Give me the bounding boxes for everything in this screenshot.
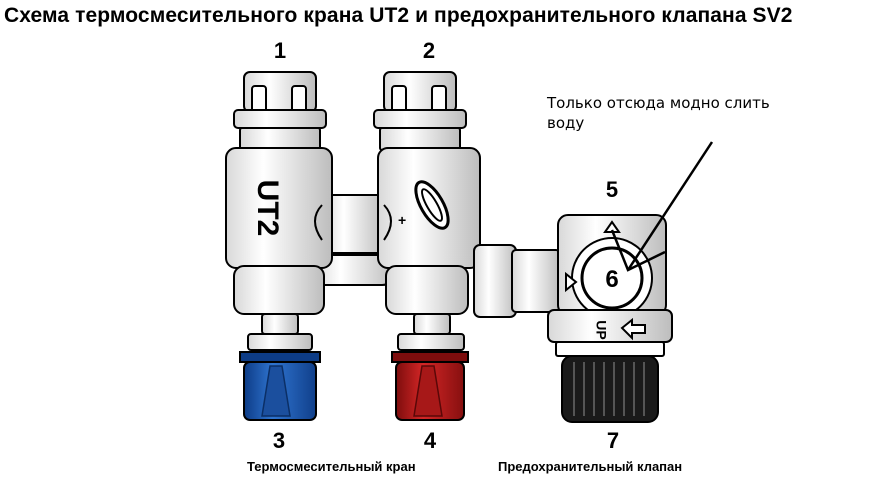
drain-annotation: Только отсюда модно слить воду xyxy=(547,94,770,133)
hot-water-knob xyxy=(391,351,469,421)
up-mark: UP xyxy=(593,320,609,339)
label-7: 7 xyxy=(606,428,620,453)
diagram-title: Схема термосмесительного крана UT2 и пре… xyxy=(4,4,793,27)
ut2-mark: UT2 xyxy=(251,180,284,237)
safety-valve-knob xyxy=(561,355,659,423)
plus-mark: + xyxy=(398,212,406,228)
manifold-bridge xyxy=(311,194,395,286)
label-6: 6 xyxy=(605,266,618,293)
caption-safety-valve: Предохранительный клапан xyxy=(498,459,683,474)
label-4: 4 xyxy=(423,428,437,453)
triangle-left-icon xyxy=(565,271,578,293)
drain-arrow xyxy=(610,141,714,272)
label-5: 5 xyxy=(605,177,619,202)
valve-ut2 xyxy=(225,71,333,351)
caption-mixer: Термосмесительный кран xyxy=(247,459,416,474)
label-1: 1 xyxy=(273,38,287,63)
flow-arrow-icon xyxy=(620,317,646,341)
label-2: 2 xyxy=(422,38,436,63)
cold-water-knob xyxy=(239,351,321,421)
safety-valve xyxy=(547,214,673,357)
label-3: 3 xyxy=(272,428,286,453)
logo-mark xyxy=(414,180,450,230)
valve-2 xyxy=(373,71,481,351)
connector-pipe xyxy=(473,244,561,318)
